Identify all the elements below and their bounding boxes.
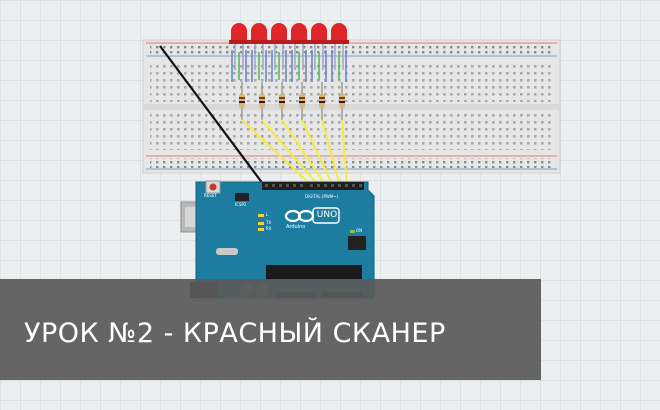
- led: [329, 23, 349, 70]
- led-array: [229, 23, 349, 70]
- resistor: [319, 82, 325, 120]
- resistor: [279, 82, 285, 120]
- led-bulb: [271, 23, 287, 42]
- center-channel: [143, 104, 560, 110]
- resistor: [259, 82, 265, 120]
- led: [229, 23, 249, 70]
- signal-wires: [241, 119, 348, 187]
- icsp-header: [348, 236, 366, 250]
- bottom-rail-holes: [150, 158, 552, 168]
- atmega-chip: [266, 265, 362, 280]
- led: [289, 23, 309, 70]
- led: [269, 23, 289, 70]
- board-digital-label: DIGITAL (PWM~): [305, 194, 339, 199]
- bottom-grid-holes: [150, 112, 552, 150]
- resistor: [339, 82, 345, 120]
- top-grid-holes: [150, 64, 552, 102]
- ground-wire: [159, 45, 267, 189]
- led-bulb: [311, 23, 327, 42]
- led-bulb: [251, 23, 267, 42]
- board-reset-label: RESET: [204, 193, 217, 198]
- breadboard: [142, 39, 561, 174]
- led: [309, 23, 329, 70]
- led-jumpers: [231, 50, 347, 82]
- lesson-title: УРОК №2 - КРАСНЫЙ СКАНЕР: [24, 318, 446, 349]
- board-icsp2-label: ICSP2: [235, 202, 247, 207]
- resistor: [299, 82, 305, 120]
- board-maker-label: Arduino: [286, 224, 306, 230]
- board-tx-label: TX: [266, 220, 272, 225]
- top-rail-holes: [150, 45, 552, 55]
- board-l-label: L: [266, 212, 269, 217]
- icsp2-header: [235, 193, 249, 201]
- resistor-array: [239, 82, 345, 120]
- led-bulb: [331, 23, 347, 42]
- board-on-label: ON: [356, 228, 363, 233]
- ground-jumpers: [238, 52, 340, 80]
- led-bulb: [291, 23, 307, 42]
- led-bulb: [231, 23, 247, 42]
- board-rx-label: RX: [266, 226, 272, 231]
- board-brand-label: UNO: [316, 210, 338, 220]
- caption-bar: УРОК №2 - КРАСНЫЙ СКАНЕР: [0, 279, 541, 380]
- resistor: [239, 82, 245, 120]
- led: [249, 23, 269, 70]
